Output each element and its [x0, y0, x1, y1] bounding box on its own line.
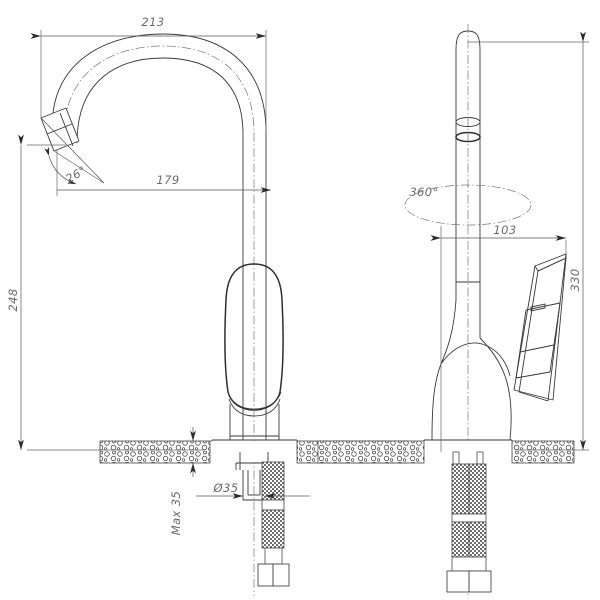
dimension-label-dia35: Ø35: [213, 481, 239, 495]
dimension-label-330: 330: [568, 268, 582, 291]
spout-tube-side: [455, 24, 481, 598]
lever-handle-side: [513, 253, 567, 402]
dimension-label-103: 103: [493, 223, 516, 237]
dimension-label-360deg: 360°: [409, 185, 438, 199]
dimension-103: 103: [430, 223, 567, 452]
dimension-360deg: 360°: [409, 185, 438, 199]
dimension-label-248: 248: [6, 288, 20, 311]
swivel-indicator-ellipse: [404, 184, 532, 226]
dimension-label-179: 179: [156, 173, 179, 187]
countertop-section-side: [317, 440, 575, 464]
dimension-213: 213: [30, 15, 267, 132]
aerator-outlet: [40, 107, 80, 152]
side-elevation-view: [317, 24, 575, 598]
supply-hoses-side: [446, 451, 492, 593]
dimension-330: 330: [468, 31, 589, 451]
faucet-body-column: [224, 262, 284, 596]
dimension-label-213: 213: [141, 15, 164, 29]
dimension-max35: Max 35: [160, 427, 212, 535]
dimension-dia35: Ø35: [196, 481, 310, 499]
dimension-label-max35: Max 35: [169, 491, 183, 535]
dimension-248: 248: [6, 134, 205, 451]
